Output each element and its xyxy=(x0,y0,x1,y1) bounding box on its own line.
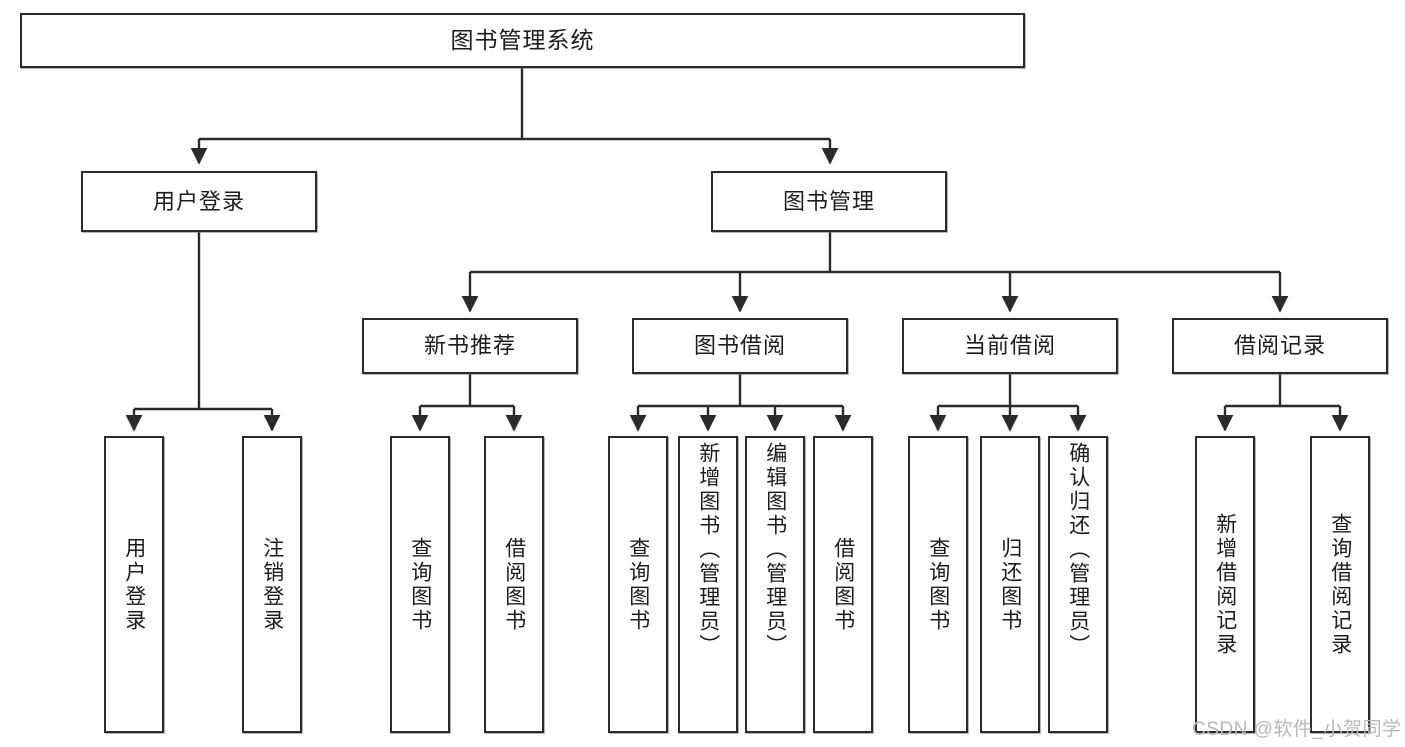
node-leaf-query-record[interactable]: 查询借阅记录 xyxy=(1310,436,1370,733)
leaf-label: 归还图书 xyxy=(998,536,1022,633)
leaf-label: 新增图书（管理员） xyxy=(696,442,720,658)
node-leaf-query-book-1[interactable]: 查询图书 xyxy=(390,436,450,733)
node-leaf-user-login[interactable]: 用户登录 xyxy=(104,436,164,733)
node-leaf-return-book[interactable]: 归还图书 xyxy=(980,436,1040,733)
node-leaf-query-book-3[interactable]: 查询图书 xyxy=(908,436,968,733)
node-leaf-logout[interactable]: 注销登录 xyxy=(242,436,302,733)
node-book-manage[interactable]: 图书管理 xyxy=(711,171,947,232)
node-current-borrow[interactable]: 当前借阅 xyxy=(902,318,1118,374)
node-leaf-query-book-2[interactable]: 查询图书 xyxy=(608,436,668,733)
node-leaf-edit-book[interactable]: 编辑图书（管理员） xyxy=(745,436,805,733)
node-user-login[interactable]: 用户登录 xyxy=(81,171,317,232)
node-leaf-borrow-book-2[interactable]: 借阅图书 xyxy=(813,436,873,733)
node-new-book-rec[interactable]: 新书推荐 xyxy=(362,318,578,374)
leaf-label: 借阅图书 xyxy=(831,536,855,633)
leaf-label: 确认归还（管理员） xyxy=(1066,442,1090,658)
node-leaf-borrow-book-1[interactable]: 借阅图书 xyxy=(484,436,544,733)
node-leaf-confirm-return[interactable]: 确认归还（管理员） xyxy=(1048,436,1108,733)
leaf-label: 查询借阅记录 xyxy=(1328,512,1352,657)
node-leaf-add-book[interactable]: 新增图书（管理员） xyxy=(678,436,738,733)
leaf-label: 新增借阅记录 xyxy=(1213,512,1237,657)
leaf-label: 注销登录 xyxy=(260,536,284,633)
leaf-label: 编辑图书（管理员） xyxy=(763,442,787,658)
csdn-watermark: CSDN @软件_小贺同学 xyxy=(1192,719,1402,740)
leaf-label: 查询图书 xyxy=(626,536,650,633)
leaf-label: 查询图书 xyxy=(408,536,432,633)
node-root[interactable]: 图书管理系统 xyxy=(20,13,1025,68)
node-book-borrow[interactable]: 图书借阅 xyxy=(632,318,848,374)
node-leaf-add-record[interactable]: 新增借阅记录 xyxy=(1195,436,1255,733)
node-borrow-record[interactable]: 借阅记录 xyxy=(1172,318,1388,374)
leaf-label: 借阅图书 xyxy=(502,536,526,633)
leaf-label: 用户登录 xyxy=(122,536,146,633)
leaf-label: 查询图书 xyxy=(926,536,950,633)
